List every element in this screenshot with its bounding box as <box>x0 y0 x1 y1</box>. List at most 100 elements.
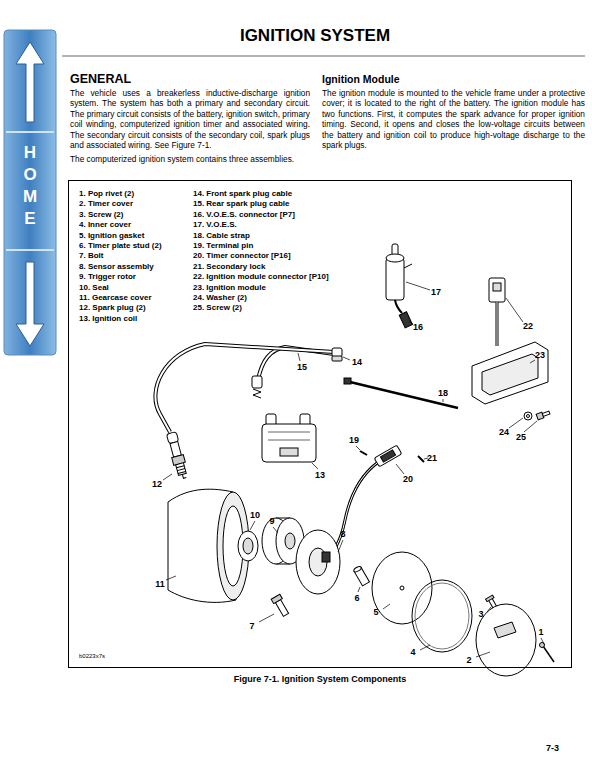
inner-cover <box>400 586 404 590</box>
ignition-module <box>482 354 538 395</box>
callout-number: 6 <box>354 593 359 603</box>
leader-line <box>506 298 523 322</box>
callout-number: 12 <box>152 479 162 489</box>
spark-plug <box>176 463 187 476</box>
ignition-gasket <box>412 580 472 652</box>
parts-list-item: 10. Seal <box>79 283 109 293</box>
drawing-number: b0223x7s <box>79 653 105 660</box>
ignition-module <box>472 278 550 420</box>
callout-number: 11 <box>155 579 165 589</box>
callout-number: 13 <box>315 470 325 480</box>
nav-bar <box>6 249 54 251</box>
callout-number: 20 <box>403 474 413 484</box>
callout-number: 5 <box>373 607 378 617</box>
callout-number: 7 <box>249 621 254 631</box>
parts-list-item: 12. Spark plug (2) <box>79 303 146 313</box>
callout-number: 1 <box>538 627 543 637</box>
cable-strap <box>344 378 351 384</box>
parts-list-item: 20. Timer connector [P16] <box>193 251 291 261</box>
voes-switch <box>395 300 402 313</box>
callout-number: 4 <box>410 647 415 657</box>
callout-number: 14 <box>352 357 362 367</box>
screw <box>486 595 494 602</box>
down-arrow <box>16 262 44 346</box>
seal <box>243 538 253 554</box>
part-drawing <box>155 244 554 676</box>
title-rule <box>62 56 585 57</box>
sensor-assembly <box>296 530 340 594</box>
page-title: IGNITION SYSTEM <box>240 26 390 46</box>
voes-switch <box>404 264 412 268</box>
pop-rivet <box>540 643 555 663</box>
leader-line <box>250 521 255 530</box>
body-text: The computerized ignition system contain… <box>70 154 310 164</box>
rear-cable <box>252 376 262 388</box>
leader-line <box>338 540 343 552</box>
pop-rivet <box>543 646 554 662</box>
parts-list-item: 3. Screw (2) <box>79 210 123 220</box>
leader-line <box>509 418 523 428</box>
spark-plug <box>176 466 185 474</box>
leader-line <box>396 464 404 474</box>
leader-line <box>163 282 544 657</box>
parts-list-item: 15. Rear spark plug cable <box>193 199 290 209</box>
leader-line <box>343 357 350 360</box>
voes-switch <box>386 244 412 328</box>
parts-list-item: 17. V.O.E.S. <box>193 220 237 230</box>
leader-line <box>541 638 544 644</box>
sensor-assembly <box>296 530 340 594</box>
timer-connector <box>418 456 424 462</box>
nav-label: HOME <box>22 142 39 230</box>
timer-connector <box>374 445 402 467</box>
ignition-coil <box>280 448 298 456</box>
ignition-coil <box>262 424 316 462</box>
sensor-assembly <box>322 552 330 562</box>
timer-plate-stud <box>353 565 369 585</box>
voes-switch <box>399 312 412 328</box>
up-arrow <box>16 42 44 122</box>
leader-line <box>524 421 537 432</box>
front-cable <box>155 344 342 432</box>
seal <box>238 531 258 561</box>
callout-number: 2 <box>466 655 471 665</box>
parts-list-item: 16. V.O.E.S. connector [P7] <box>193 210 295 220</box>
bolt <box>271 594 290 617</box>
callout-number: 3 <box>478 609 483 619</box>
nav-bar <box>4 30 56 355</box>
section-heading: GENERAL <box>70 72 310 88</box>
timer-cover <box>476 604 536 676</box>
leader-line <box>476 652 490 657</box>
timer-cover <box>494 622 516 638</box>
body-text: The vehicle uses a breakerless inductive… <box>70 88 310 150</box>
callout-number: 23 <box>535 350 545 360</box>
parts-list-item: 24. Washer (2) <box>193 293 247 303</box>
ignition-module <box>493 283 501 291</box>
parts-list-item: 2. Timer cover <box>79 199 133 209</box>
leader-line <box>358 587 360 592</box>
callout-number: 17 <box>431 287 441 297</box>
leader-line <box>273 527 278 533</box>
spark-plug <box>170 442 181 458</box>
parts-list-item: 18. Cable strap <box>193 231 250 241</box>
callout-number: 19 <box>349 435 359 445</box>
leader-line <box>383 604 390 609</box>
ignition-module <box>536 410 550 420</box>
ignition-coil <box>268 432 310 440</box>
cable-strap <box>344 378 458 408</box>
parts-list-item: 23. Ignition module <box>193 283 266 293</box>
callout-number: 18 <box>438 388 448 398</box>
nav-bar: HOME <box>4 30 56 355</box>
trigger-rotor <box>285 533 295 549</box>
parts-list-item: 8. Sensor assembly <box>79 262 154 272</box>
parts-list-item: 25. Screw (2) <box>193 303 242 313</box>
ignition-module <box>542 411 550 416</box>
bolt <box>271 594 282 603</box>
rear-cable <box>253 389 261 398</box>
front-cable <box>332 356 342 361</box>
callout-number: 25 <box>516 432 526 442</box>
leader-line <box>409 321 413 324</box>
spark-plug <box>165 431 189 480</box>
leader-line <box>259 614 274 622</box>
callout-number: 10 <box>250 510 260 520</box>
ignition-module <box>496 302 499 346</box>
